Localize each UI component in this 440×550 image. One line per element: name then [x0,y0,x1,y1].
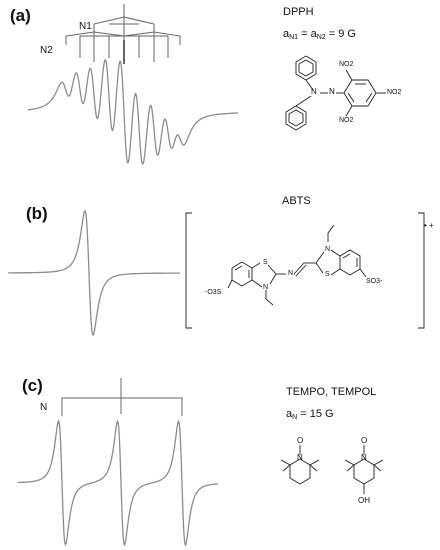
dpph-spectrum [28,4,238,165]
tempo-structure [280,445,384,494]
atom-s-right: S [325,271,330,278]
atom-so3-right: SO3- [366,278,383,285]
atom-n-radical: N [329,87,335,96]
dpph-esr-trace [28,59,238,165]
compound-name-tempo: TEMPO, TEMPOL [286,386,377,398]
atom-n-bridge: N [288,270,294,277]
panel-label-c: (c) [22,376,43,395]
stick-diagram-c [61,378,183,416]
atom-n-1: N [311,87,317,96]
coupling-constant-c: aN = 15 G [286,408,334,421]
atom-o-tempol: O [361,436,368,445]
dpph-structure [285,55,386,131]
compound-name-dpph: DPPH [283,6,314,18]
atom-n-right: N [325,246,331,253]
stick-diagram-a [65,4,181,64]
panel-abts: (b) ABTS • + [0,175,440,350]
atom-no2-bottom: NO2 [339,117,354,124]
abts-spectrum [8,209,180,337]
tempo-spectrum [18,378,218,547]
atom-so3-left: -O3S [205,289,222,296]
panel-label-a: (a) [10,6,31,25]
abts-structure [185,212,425,329]
atom-n-tempo: N [297,453,303,462]
panel-tempo: (c) N TEMPO, TEMPOL aN = 15 G [0,350,440,550]
abts-esr-trace [8,209,180,337]
stick-label-n2: N2 [40,45,53,56]
atom-n-left: N [263,284,269,291]
coupling-constant-a: aN1 = aN2 = 9 G [283,28,356,41]
atom-no2-top: NO2 [339,61,354,68]
panel-dpph: (a) N1 N2 DPPH aN1 = aN2 = 9 G [0,0,440,175]
stick-label-n: N [40,402,48,413]
radical-cation-charge: • + [424,221,434,230]
compound-name-abts: ABTS [282,195,311,207]
atom-oh-tempol: OH [358,496,370,505]
atom-no2-right: NO2 [387,89,402,96]
stick-label-n1: N1 [79,21,92,32]
tempo-esr-trace [18,419,218,547]
atom-o-tempo: O [297,436,304,445]
atom-s-left: S [263,259,268,266]
atom-n-tempol: N [361,453,367,462]
panel-label-b: (b) [26,204,48,223]
